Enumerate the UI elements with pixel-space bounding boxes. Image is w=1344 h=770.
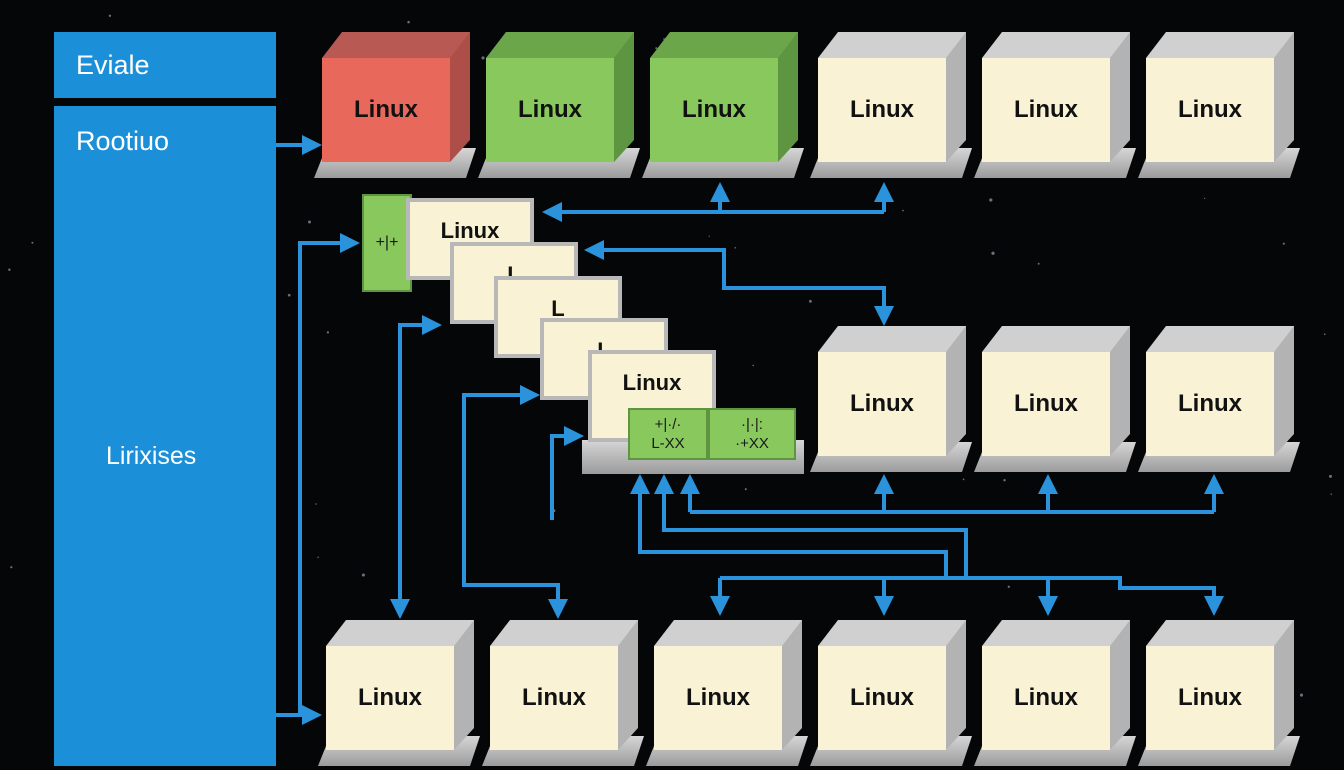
node-label: Linux [1146, 352, 1274, 456]
stack-badge-1: +|·/· L-XX [628, 408, 708, 460]
wire-card2-down [390, 315, 442, 619]
star-dot [315, 503, 317, 505]
star-dot [1323, 333, 1326, 336]
node-label: Linux [818, 646, 946, 750]
star-dot [361, 573, 365, 577]
linux-node-top-1[interactable]: Linux [322, 32, 482, 182]
node-label: Linux [982, 58, 1110, 162]
star-dot [1328, 474, 1333, 478]
linux-node-bottom-6[interactable]: Linux [1146, 620, 1306, 770]
stack-badge-2: ·|·|: ·+XX [708, 408, 796, 460]
node-label: Linux [818, 58, 946, 162]
sidebar-header: Eviale [54, 32, 276, 98]
node-label: Linux [818, 352, 946, 456]
badge-line: ·+XX [735, 435, 769, 452]
linux-node-middle-3[interactable]: Linux [1146, 326, 1306, 476]
wire-left-riser [298, 233, 360, 715]
linux-node-middle-1[interactable]: Linux [818, 326, 978, 476]
star-dot [1203, 197, 1206, 200]
node-label: Linux [982, 352, 1110, 456]
star-dot [991, 251, 995, 255]
card-label: Linux [440, 218, 500, 243]
star-dot [752, 364, 754, 367]
star-dot [962, 478, 965, 481]
star-dot [1037, 262, 1040, 265]
linux-node-bottom-2[interactable]: Linux [490, 620, 650, 770]
star-dot [108, 14, 112, 17]
connection-wires [276, 135, 1224, 725]
stack-side-tag: +|+ [362, 194, 412, 292]
star-dot [1003, 478, 1006, 482]
star-dot [989, 198, 993, 202]
wire-card3-down [462, 385, 568, 619]
linux-node-top-6[interactable]: Linux [1146, 32, 1306, 182]
linux-node-bottom-5[interactable]: Linux [982, 620, 1142, 770]
star-dot [481, 56, 485, 60]
node-label: Linux [490, 646, 618, 750]
linux-node-top-2[interactable]: Linux [486, 32, 646, 182]
node-label: Linux [486, 58, 614, 162]
star-dot [1299, 693, 1304, 697]
node-label: Linux [322, 58, 450, 162]
card-label: Linux [622, 370, 682, 395]
star-dot [902, 209, 904, 212]
wire-bottom-bus [720, 576, 1224, 616]
linux-node-top-5[interactable]: Linux [982, 32, 1142, 182]
badge-line: ·|·|: [741, 416, 763, 433]
sidebar-panel: Rootiuo Lirixises [54, 106, 276, 766]
wire-card4-feed [550, 426, 584, 520]
linux-node-bottom-4[interactable]: Linux [818, 620, 978, 770]
node-label: Linux [326, 646, 454, 750]
star-dot [10, 566, 13, 569]
star-dot [708, 235, 710, 237]
star-dot [326, 331, 330, 334]
star-dot [31, 241, 34, 244]
star-dot [655, 47, 658, 50]
sidebar-main-label: Lirixises [106, 442, 197, 470]
wire-tray-bus-a [654, 474, 968, 578]
node-label: Linux [982, 646, 1110, 750]
star-dot [1282, 242, 1285, 245]
star-dot [8, 268, 11, 272]
linux-node-bottom-3[interactable]: Linux [654, 620, 814, 770]
wire-tray-bus-b [630, 474, 948, 578]
star-dot [317, 556, 319, 559]
linux-node-top-3[interactable]: Linux [650, 32, 810, 182]
sidebar-subheader: Rootiuo [76, 126, 170, 156]
node-label: Linux [1146, 646, 1274, 750]
star-dot [407, 20, 410, 24]
badge-line: L-XX [651, 435, 685, 452]
node-label: Linux [654, 646, 782, 750]
node-label: Linux [1146, 58, 1274, 162]
badge-line: +|·/· [654, 416, 682, 433]
star-dot [1330, 493, 1332, 495]
node-label: Linux [650, 58, 778, 162]
linux-node-middle-2[interactable]: Linux [982, 326, 1142, 476]
star-dot [287, 293, 291, 297]
star-dot [744, 488, 747, 491]
star-dot [308, 220, 311, 224]
sidebar-header-label: Eviale [76, 49, 150, 80]
linux-node-top-4[interactable]: Linux [818, 32, 978, 182]
star-dot [1007, 585, 1010, 588]
card-label: L [551, 296, 565, 321]
linux-node-bottom-1[interactable]: Linux [326, 620, 486, 770]
wire-stack-to-middle [584, 240, 894, 326]
